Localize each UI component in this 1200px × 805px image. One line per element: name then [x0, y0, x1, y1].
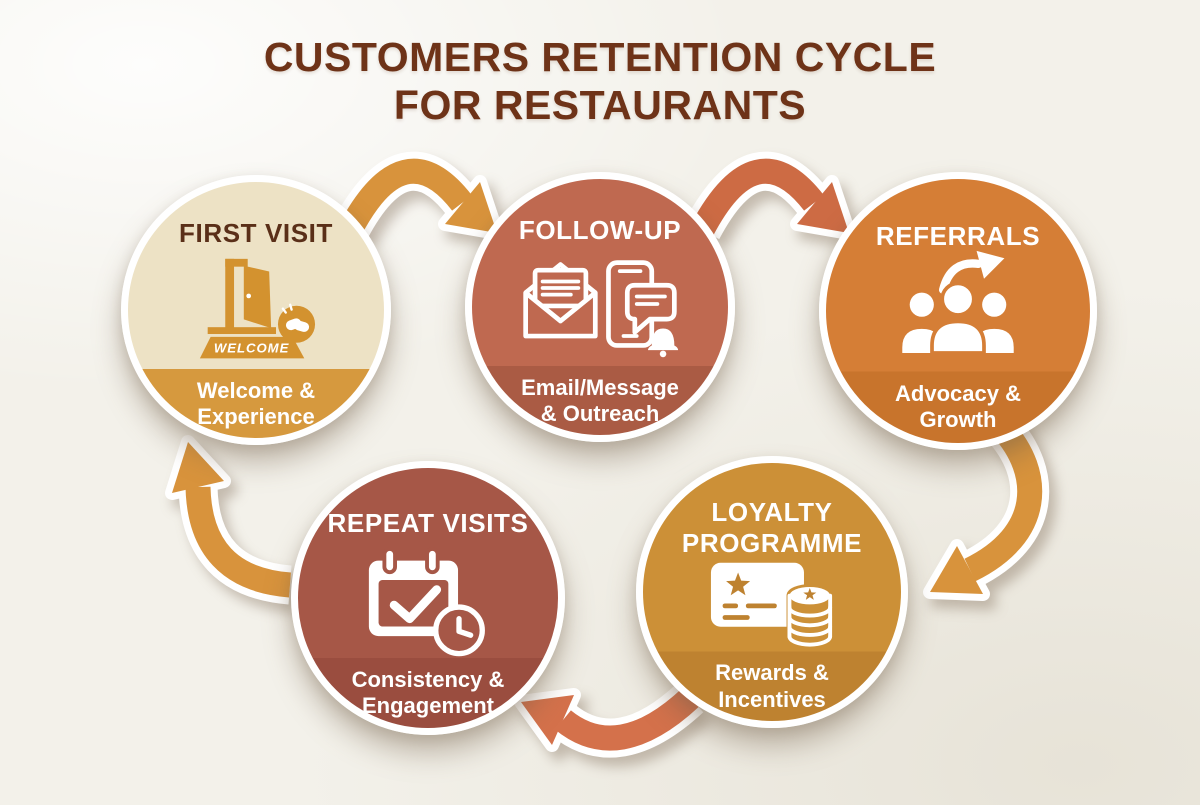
node-loyalty-programme: LOYALTY PROGRAMME Rewards & Incentives	[636, 456, 908, 728]
node-title: FOLLOW-UP	[472, 215, 728, 246]
node-caption: Welcome & Experience	[128, 369, 384, 438]
arrow-repeat-visits-to-first-visit-icon	[165, 435, 293, 605]
node-caption: Advocacy & Growth	[826, 372, 1090, 443]
node-title-text: REPEAT VISITS	[327, 508, 529, 538]
arrow-referrals-to-loyalty-icon	[923, 414, 1050, 601]
node-title: REPEAT VISITS	[298, 508, 558, 539]
node-caption-line1: Advocacy &	[895, 380, 1021, 406]
page-title-line2: FOR RESTAURANTS	[393, 81, 807, 128]
node-caption: Consistency & Engagement	[298, 658, 558, 728]
node-title-text: FIRST VISIT	[179, 218, 333, 248]
node-title-line2: PROGRAMME	[681, 528, 863, 559]
node-referrals: REFERRALS Advocacy & Growth	[819, 172, 1097, 450]
node-caption: Rewards & Incentives	[643, 651, 901, 721]
node-caption-line2: Growth	[919, 407, 997, 433]
node-title: LOYALTY PROGRAMME	[643, 497, 901, 559]
node-title: FIRST VISIT	[128, 218, 384, 249]
node-caption-line2: Experience	[197, 404, 315, 430]
node-repeat-visits: REPEAT VISITS Consistency & Engagement	[291, 461, 565, 735]
node-caption-line1: Email/Message	[521, 374, 679, 400]
node-caption-line1: Welcome &	[196, 377, 316, 403]
open-door-welcome-mat-handshake-icon: WELCOME	[195, 253, 317, 360]
page-title-line1: CUSTOMERS RETENTION CYCLE	[263, 34, 937, 80]
people-group-share-arrow-icon	[893, 249, 1023, 356]
node-title-line1: LOYALTY	[711, 497, 833, 527]
node-title-text: REFERRALS	[875, 221, 1041, 251]
page-title: CUSTOMERS RETENTION CYCLE FOR RESTAURANT…	[0, 34, 1200, 130]
node-caption-line2: Engagement	[361, 693, 495, 719]
node-caption-line2: Incentives	[718, 686, 826, 712]
loyalty-card-coin-stack-icon	[709, 555, 835, 648]
node-caption-line1: Rewards &	[715, 660, 829, 686]
node-first-visit: FIRST VISIT WELCOME Welcome & Experience	[121, 175, 391, 445]
email-phone-chat-bell-icon	[520, 257, 680, 361]
node-caption: Email/Message & Outreach	[472, 366, 728, 435]
node-follow-up: FOLLOW-UP Email/Message & Outreach	[465, 172, 735, 442]
node-title-text: FOLLOW-UP	[518, 215, 682, 245]
node-caption-line1: Consistency &	[351, 666, 505, 692]
node-title: REFERRALS	[826, 221, 1090, 252]
calendar-check-clock-icon	[365, 547, 491, 658]
welcome-mat-text: WELCOME	[214, 341, 290, 356]
node-caption-line2: & Outreach	[540, 401, 660, 427]
